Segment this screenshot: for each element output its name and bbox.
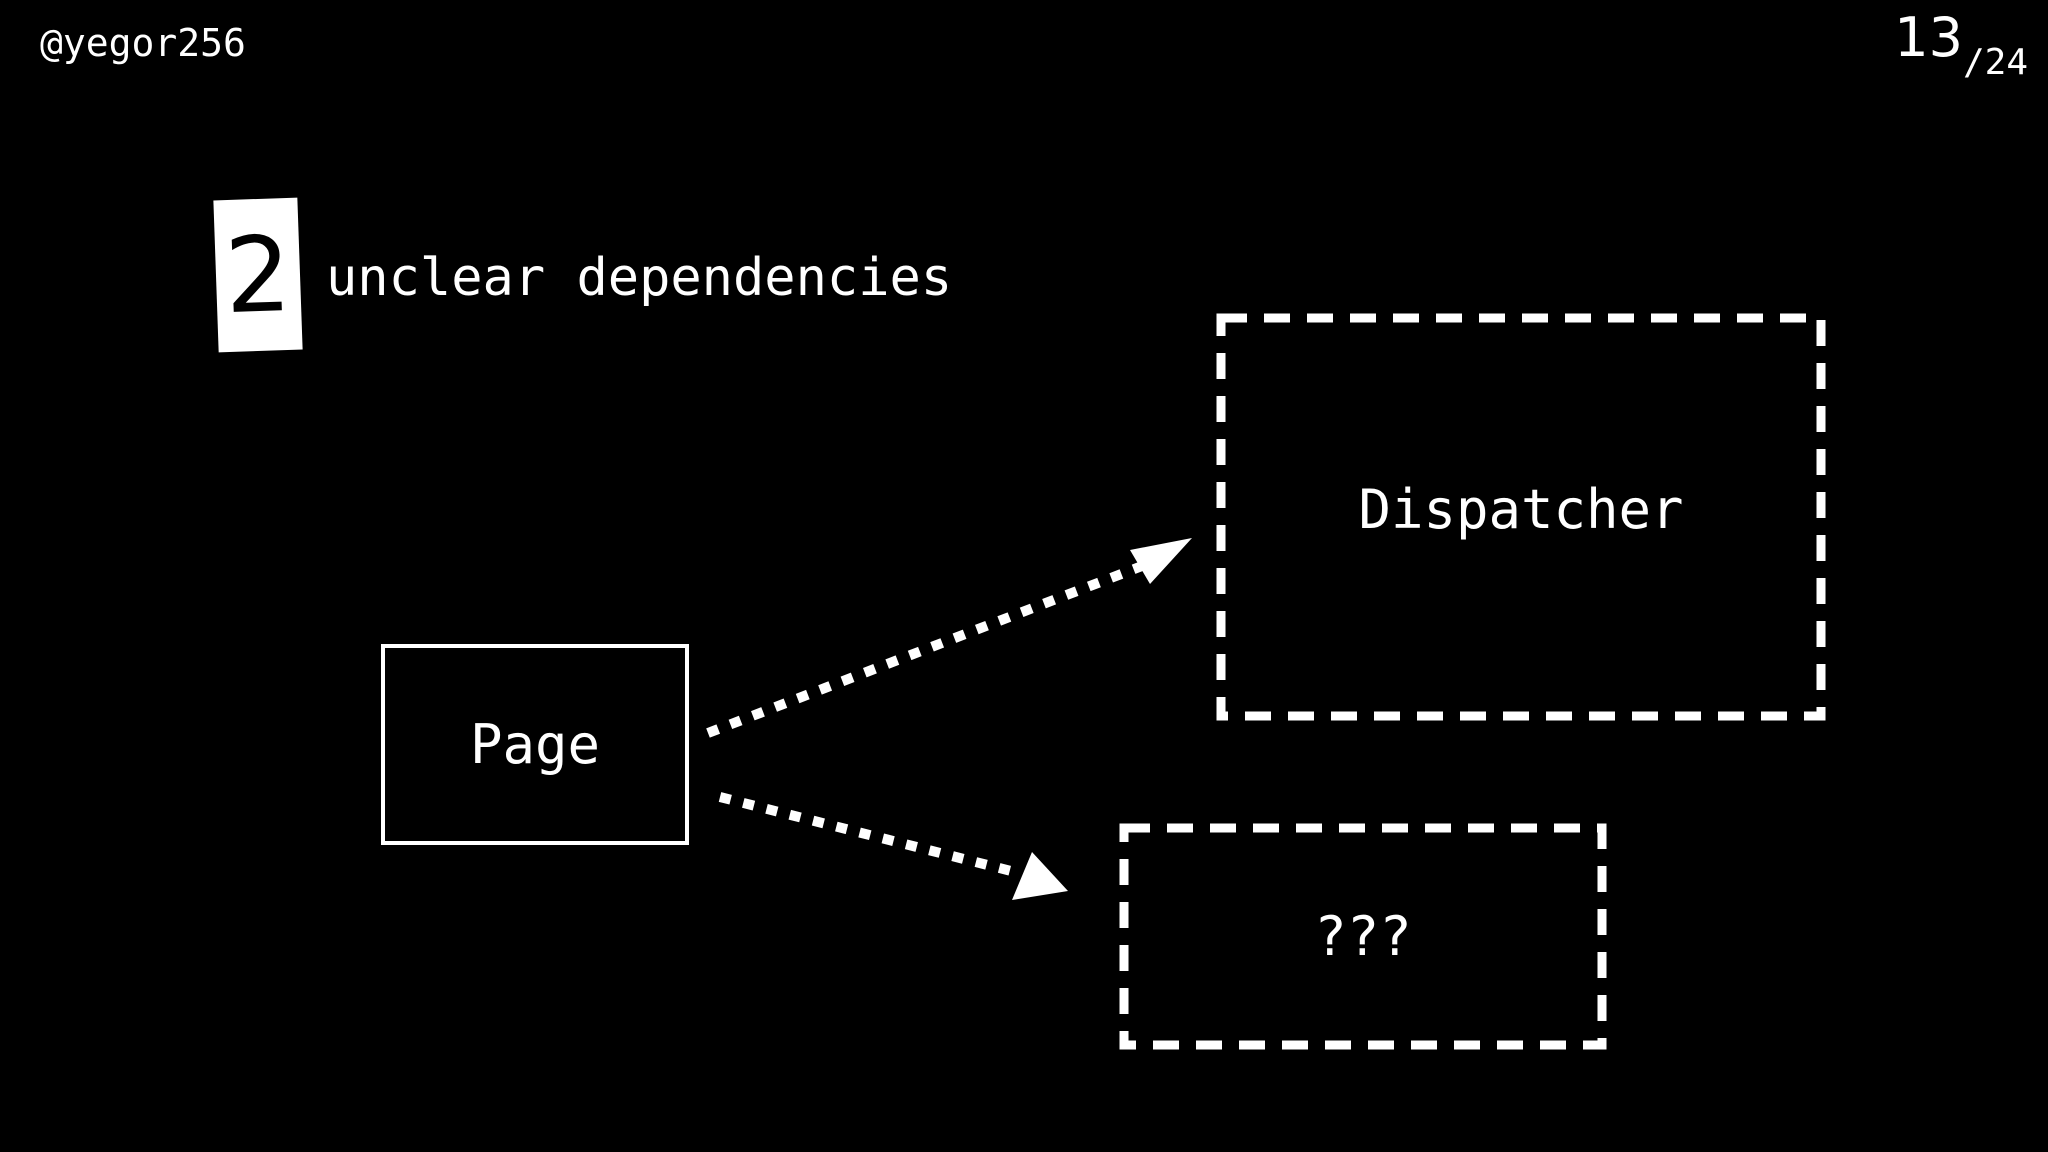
- page-current: 13: [1894, 6, 1963, 69]
- page-total: /24: [1962, 42, 2028, 83]
- unknown-node-box: [1119, 823, 1607, 1050]
- section-heading: unclear dependencies: [326, 248, 953, 308]
- author-handle: @yegor256: [40, 21, 246, 65]
- page-counter: 13/24: [1894, 6, 2028, 81]
- arrowhead-to-unknown-icon: [1012, 852, 1068, 900]
- arrowhead-to-dispatcher-icon: [1130, 538, 1192, 584]
- edge-page-to-unknown: [718, 792, 1017, 877]
- edge-page-to-dispatcher: [706, 561, 1144, 738]
- page-node-label: Page: [469, 713, 601, 776]
- dispatcher-node-label: Dispatcher: [1358, 477, 1684, 541]
- dispatcher-node-box: [1216, 313, 1826, 721]
- unknown-node-label: ???: [1314, 905, 1412, 968]
- page-node-box: [381, 644, 689, 845]
